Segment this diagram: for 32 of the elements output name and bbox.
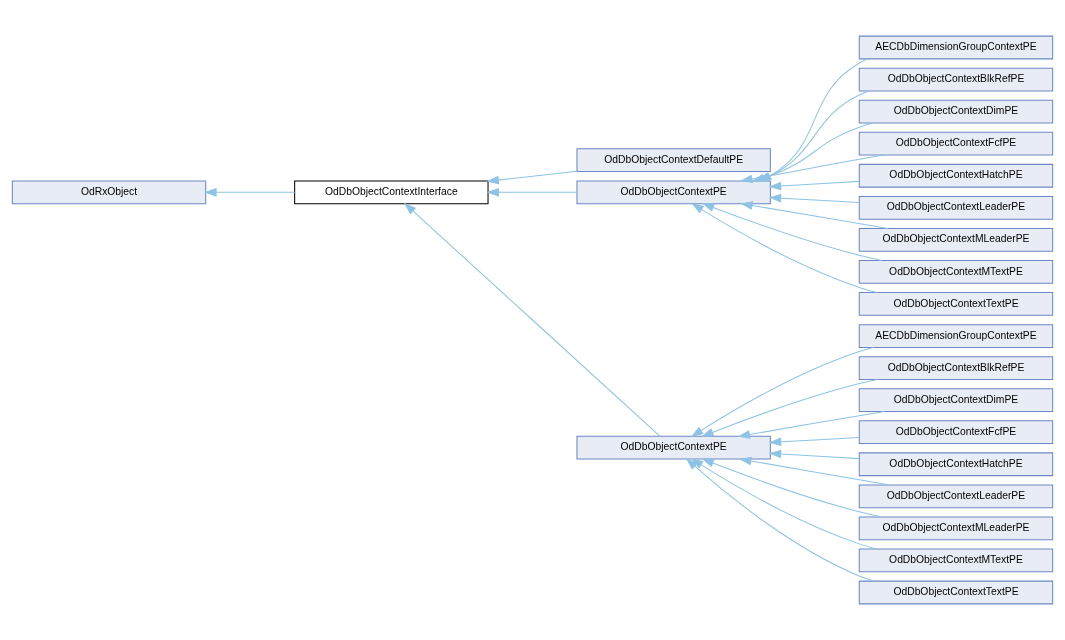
node-box: OdDbObjectContextDimPE bbox=[858, 99, 1054, 124]
arrow bbox=[204, 187, 296, 197]
node-box: AECDbDimensionGroupContextPE bbox=[858, 324, 1054, 348]
node-box: OdDbObjectContextMTextPE bbox=[858, 260, 1054, 284]
node-box: OdRxObject bbox=[11, 180, 207, 205]
node-box: OdDbObjectContextMTextPE bbox=[858, 548, 1054, 573]
node-box: OdDbObjectContextMLeaderPE bbox=[858, 227, 1054, 252]
arrow bbox=[768, 180, 860, 191]
node-box: OdDbObjectContextFcfPE bbox=[858, 420, 1054, 445]
arrow bbox=[486, 170, 578, 185]
node-box: OdDbObjectContextPE bbox=[576, 435, 771, 460]
arrow bbox=[404, 202, 661, 437]
node-box: AECDbDimensionGroupContextPE bbox=[858, 35, 1054, 60]
node-box: OdDbObjectContextDimPE bbox=[858, 388, 1054, 413]
arrow bbox=[701, 378, 878, 437]
node-box: OdDbObjectContextInterface bbox=[294, 180, 489, 205]
node-box: OdDbObjectContextFcfPE bbox=[858, 131, 1054, 156]
node-box: OdDbObjectContextHatchPE bbox=[858, 452, 1054, 477]
arrow bbox=[768, 449, 860, 460]
node-box: OdDbObjectContextMLeaderPE bbox=[858, 516, 1054, 541]
arrow bbox=[768, 193, 860, 203]
node-box: OdDbObjectContextBlkRefPE bbox=[858, 356, 1054, 380]
node-box: OdDbObjectContextTextPE bbox=[858, 292, 1054, 316]
node-box: OdDbObjectContextHatchPE bbox=[858, 163, 1054, 188]
arrow bbox=[486, 187, 578, 197]
node-box: OdDbObjectContextBlkRefPE bbox=[858, 67, 1054, 92]
node-box: OdDbObjectContextLeaderPE bbox=[858, 195, 1054, 220]
node-box: OdDbObjectContextLeaderPE bbox=[858, 484, 1054, 509]
node-box: OdDbObjectContextPE bbox=[576, 180, 771, 205]
node-box: OdDbObjectContextDefaultPE bbox=[576, 148, 771, 173]
node-box: OdDbObjectContextTextPE bbox=[858, 580, 1054, 605]
arrow bbox=[768, 437, 860, 447]
